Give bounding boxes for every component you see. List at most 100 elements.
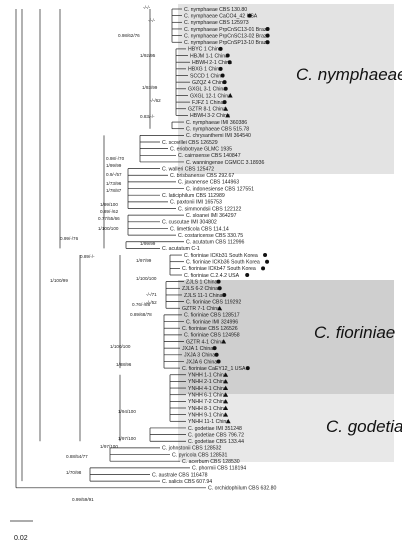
- triangle-marker-icon: [223, 412, 229, 417]
- taxon-label: GXGL 12-1 China: [190, 93, 231, 99]
- circle-marker-icon: [265, 33, 270, 38]
- taxon-label: C. indonesiense CBS 127551: [186, 186, 254, 192]
- taxon-label: C. fioriniae ICKb31 South Korea: [184, 253, 258, 259]
- triangle-marker-icon: [223, 392, 229, 397]
- clade-label-godetiae: C. godetiae: [326, 417, 402, 436]
- taxon-label: YNHH 4-1 China: [188, 386, 227, 392]
- circle-marker-icon: [245, 366, 250, 371]
- support-value: 1/97/100: [118, 436, 136, 441]
- taxon-label: C. javanense CBS 144963: [178, 180, 239, 186]
- taxon-label: C. sloanei IMI 364297: [186, 213, 237, 219]
- taxon-label: C. godetiae CBS 796.72: [188, 432, 244, 438]
- taxon-label: C. nymphaeae IMI 360386: [186, 120, 247, 126]
- taxon-label: C. fioriniae CBS 124958: [184, 333, 240, 339]
- support-value: -/-/-: [148, 18, 156, 23]
- taxon-label: GZTR 8-1 China: [188, 107, 226, 113]
- taxon-label: C. fioriniae CBS 128517: [184, 313, 240, 319]
- circle-marker-icon: [216, 279, 221, 284]
- support-value: -/-/62: [150, 98, 161, 103]
- taxon-label: C. godetiae CBS 133.44: [188, 439, 244, 445]
- taxon-label: JXJA 6 China: [186, 359, 217, 365]
- support-value: 1/97/99: [136, 258, 152, 263]
- support-value: -/-/-: [143, 5, 151, 10]
- taxon-label: C. fioriniae CaEY12_1 USA: [182, 366, 246, 372]
- circle-marker-icon: [263, 253, 268, 258]
- circle-marker-icon: [245, 273, 250, 277]
- circle-marker-icon: [220, 73, 225, 78]
- support-value: 1/99/100: [100, 202, 118, 207]
- circle-marker-icon: [223, 86, 228, 91]
- circle-marker-icon: [222, 80, 227, 85]
- support-value: -/-/52: [146, 300, 157, 305]
- tree-branches: [15, 8, 206, 489]
- support-value: 0.99/-/76: [60, 236, 79, 241]
- taxon-label: HBJM 1-1 China: [190, 53, 228, 59]
- taxon-label: FJFZ 1 China: [192, 100, 224, 106]
- circle-marker-icon: [212, 346, 217, 351]
- taxon-label: C. orchidophilum CBS 632.80: [208, 486, 276, 492]
- circle-marker-icon: [218, 66, 223, 71]
- taxon-label: C. paxtonii IMI 165753: [170, 200, 222, 206]
- taxon-label: C. acutatum C-1: [162, 246, 200, 252]
- taxon-label: C. brisbanense CBS 292.67: [170, 173, 234, 179]
- support-value: 0.77/55/66: [98, 216, 120, 221]
- support-value: -/-/71: [146, 292, 157, 297]
- support-values: -/-/--/-/-0.98/62/761/92/951/93/99-/-/62…: [50, 5, 161, 502]
- clade-label-nymphaeae: C. nymphaeae: [296, 65, 402, 84]
- triangle-marker-icon: [217, 305, 223, 311]
- taxon-label: C. nymphaeae CBS 515.78: [186, 127, 249, 133]
- triangle-marker-icon: [223, 398, 229, 404]
- circle-marker-icon: [261, 266, 266, 271]
- support-value: 1/92/95: [140, 53, 156, 58]
- support-value: 1/70/98: [66, 470, 82, 475]
- support-value: 1/100/100: [98, 226, 119, 231]
- taxon-label: C. fioriniae IMI 324996: [186, 319, 238, 325]
- taxon-label: C. wanningense CGMCC 3.18936: [186, 160, 265, 166]
- taxon-label: C. fioriniae ICKb47 South Korea: [182, 266, 256, 272]
- taxon-label: YNHH 1-1 China: [188, 373, 227, 379]
- taxon-label: C. nymphaeae PrpCnSC13-02 Brazil: [184, 33, 269, 39]
- support-value: 1/93/99: [142, 85, 158, 90]
- taxon-label: C. fioriniae CBS 119292: [186, 299, 241, 305]
- clade-box-godetiae: [178, 394, 394, 462]
- circle-marker-icon: [247, 13, 252, 18]
- support-value: 1/88/96: [116, 362, 132, 367]
- clade-label-fioriniae: C. fioriniae: [314, 323, 395, 342]
- taxon-label: C. eriobotryae GLMC 1935: [170, 146, 232, 152]
- taxon-label: GXGL 3-1 China: [188, 87, 226, 93]
- taxon-label: HBWH 3-2 China: [190, 113, 230, 119]
- taxon-label: ZJLS 6-2 China: [182, 286, 218, 292]
- taxon-label: YNHH 7-2 China: [188, 399, 227, 405]
- taxon-label: HBXG 1 China: [188, 67, 222, 73]
- taxon-label: C. cairnsense CBS 140847: [178, 153, 241, 159]
- taxon-label: ZJLS 11-1 China: [184, 293, 223, 299]
- taxon-label: C. pyricola CBS 128531: [172, 452, 227, 458]
- support-value: 0.76/-/88: [132, 302, 151, 307]
- support-value: 0.83/-/-: [140, 114, 155, 119]
- support-value: 1/100/99: [50, 278, 68, 283]
- support-value: 1/78/87: [106, 188, 122, 193]
- taxon-label: ZJLS 1 China: [186, 279, 218, 285]
- circle-marker-icon: [222, 100, 227, 105]
- taxon-label: C. johnstonii CBS 128532: [162, 446, 222, 452]
- circle-marker-icon: [222, 292, 227, 297]
- triangle-marker-icon: [223, 385, 229, 391]
- taxon-label: C. simmondsii CBS 122122: [178, 206, 242, 212]
- taxon-label: SCCD 1 China: [190, 73, 224, 79]
- clade-box-fioriniae: [178, 280, 394, 394]
- taxon-label: YNHH 6-1 China: [188, 393, 227, 399]
- taxon-label: C. nymphaeae CaCO4_42 USA: [184, 13, 258, 19]
- taxon-label: C. acutatum CBS 112996: [186, 240, 245, 246]
- taxon-label: C. salicis CBS 607.94: [162, 479, 212, 485]
- taxon-label: C. laticiphilum CBS 112989: [162, 193, 225, 199]
- support-value: 1/100/100: [110, 344, 131, 349]
- taxon-label: C. nymphaeae PrpCnSC13-01 Brazil: [184, 27, 269, 33]
- scale-bar-label: 0.02: [14, 535, 28, 542]
- taxon-label: YNHH 9-1 China: [188, 412, 227, 418]
- taxon-label: C. acerbum CBS 128530: [182, 459, 240, 465]
- circle-marker-icon: [214, 352, 219, 357]
- tip-labels: C. nymphaeae CBS 130.80C. nymphaeae CaCO…: [152, 7, 276, 492]
- circle-marker-icon: [265, 259, 270, 264]
- taxon-label: C. fioriniae C.2.4.2 USA: [184, 273, 240, 279]
- taxon-label: C. fioriniae ICKb36 South Korea: [186, 260, 260, 266]
